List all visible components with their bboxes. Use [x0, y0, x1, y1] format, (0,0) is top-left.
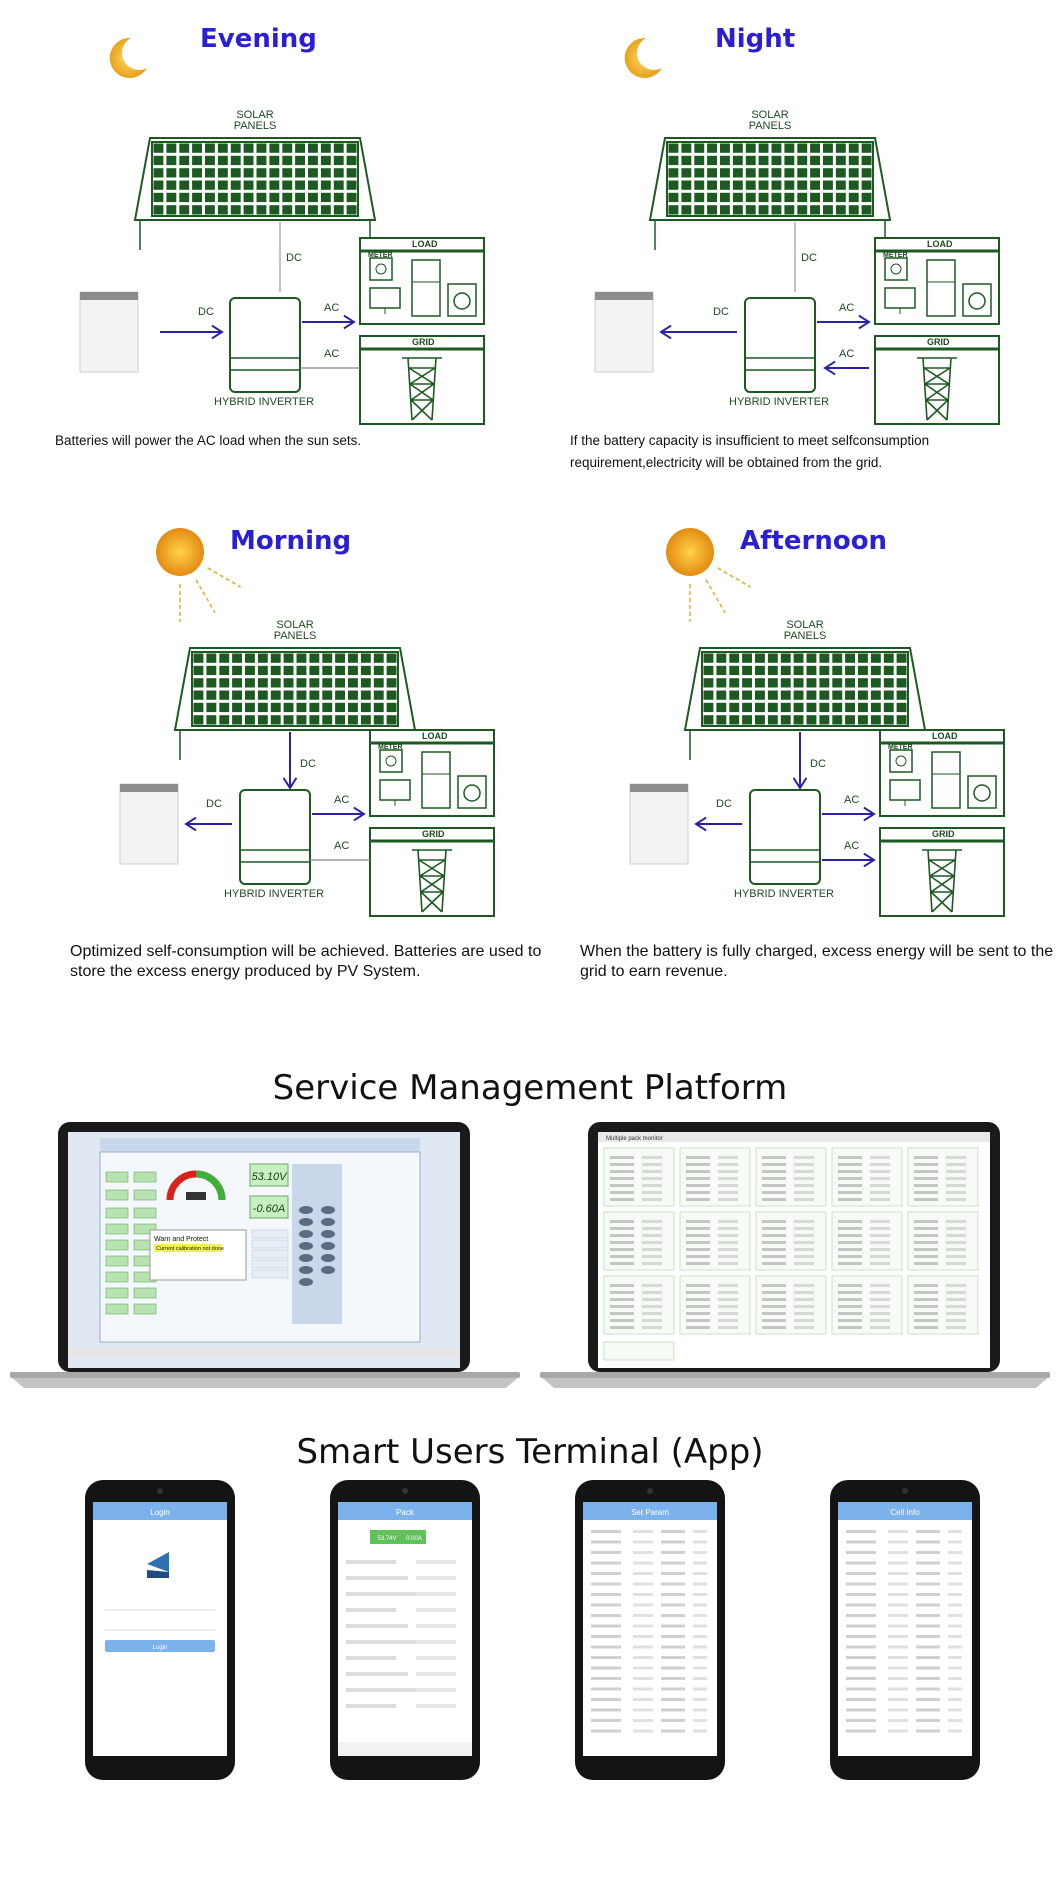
sun-icon: [156, 528, 242, 622]
laptop-warn-text: Current calibration not done: [156, 1246, 224, 1252]
grid-label: GRID: [927, 337, 950, 347]
ac-load-label: AC: [844, 794, 860, 806]
service-platform-title: Service Management Platform: [272, 1068, 788, 1108]
hybrid-inverter-label: HYBRID INVERTER: [224, 888, 325, 900]
solar-panels-label: SOLAR PANELS: [783, 619, 827, 642]
panel-title: Night: [715, 24, 796, 54]
pack-voltage: 53.74V: [377, 1536, 396, 1542]
grid-label: GRID: [422, 829, 445, 839]
laptop-voltage: 53.10V: [252, 1171, 289, 1183]
solar-panels-label: SOLAR PANELS: [233, 109, 277, 132]
panel-night: Night SOLAR PANELS DC DC AC AC HYBRID IN…: [545, 10, 1025, 490]
panel-morning: Morning SOLAR PANELS DC DC AC AC HYBRID …: [50, 500, 541, 980]
meter-label: METER: [883, 252, 908, 259]
phone-3: Set Param: [575, 1480, 725, 1780]
meter-label: METER: [368, 252, 393, 259]
meter-label: METER: [888, 744, 913, 751]
laptop-right: Multiple pack monitor: [540, 1122, 1050, 1388]
dc-top-label: DC: [810, 758, 826, 770]
laptop-left: 53.10V -0.60A Warn and Protect Current c…: [10, 1122, 520, 1388]
flow-diagram: [629, 647, 1005, 917]
flow-diagram: [594, 137, 1000, 425]
dc-top-label: DC: [300, 758, 316, 770]
ac-grid-label: AC: [324, 348, 340, 360]
solar-panels-label: SOLAR PANELS: [748, 109, 792, 132]
phone-header: Login: [150, 1508, 170, 1517]
hybrid-inverter-label: HYBRID INVERTER: [729, 396, 830, 408]
panel-caption: When the battery is fully charged, exces…: [580, 943, 1054, 980]
panel-title: Morning: [230, 526, 352, 556]
panel-caption: If the battery capacity is insufficient …: [570, 433, 930, 470]
meter-label: METER: [378, 744, 403, 751]
panel-caption: Batteries will power the AC load when th…: [55, 433, 362, 448]
phone-4: Cell Info: [830, 1480, 980, 1780]
login-button[interactable]: Login: [153, 1645, 168, 1651]
load-label: LOAD: [927, 239, 953, 249]
load-label: LOAD: [932, 731, 958, 741]
sun-icon: [666, 528, 752, 622]
multi-pack-window-title: Multiple pack monitor: [606, 1136, 663, 1142]
ac-grid-label: AC: [334, 840, 350, 852]
panel-title: Evening: [200, 24, 317, 54]
phone-2: Pack 53.74V 0.00A: [330, 1480, 480, 1780]
flow-diagram: [79, 137, 485, 425]
ac-load-label: AC: [334, 794, 350, 806]
phone-header: Set Param: [631, 1508, 669, 1517]
phone-header: Cell Info: [890, 1508, 920, 1517]
solar-panels-label: SOLAR PANELS: [273, 619, 317, 642]
dc-side-label: DC: [716, 798, 732, 810]
hybrid-inverter-label: HYBRID INVERTER: [734, 888, 835, 900]
app-section-title: Smart Users Terminal (App): [296, 1432, 764, 1472]
panel-caption: Optimized self-consumption will be achie…: [70, 943, 542, 980]
grid-label: GRID: [412, 337, 435, 347]
load-label: LOAD: [422, 731, 448, 741]
grid-label: GRID: [932, 829, 955, 839]
flow-diagram: [119, 647, 495, 917]
laptop-warn-title: Warn and Protect: [154, 1236, 208, 1243]
load-label: LOAD: [412, 239, 438, 249]
dc-side-label: DC: [713, 306, 729, 318]
dc-top-label: DC: [286, 252, 302, 264]
ac-grid-label: AC: [844, 840, 860, 852]
dc-side-label: DC: [198, 306, 214, 318]
ac-load-label: AC: [839, 302, 855, 314]
moon-icon: [109, 37, 147, 78]
laptop-current: -0.60A: [253, 1203, 285, 1215]
ac-grid-label: AC: [839, 348, 855, 360]
phone-header: Pack: [396, 1508, 415, 1517]
dc-top-label: DC: [801, 252, 817, 264]
hybrid-inverter-label: HYBRID INVERTER: [214, 396, 315, 408]
pack-current: 0.00A: [406, 1536, 422, 1542]
moon-icon: [624, 37, 662, 78]
panel-evening: Evening SOLAR PANELS DC DC AC AC HYBRID …: [30, 10, 510, 490]
panel-title: Afternoon: [740, 526, 888, 556]
panel-afternoon: Afternoon SOLAR PANELS DC DC AC AC HYBRI…: [560, 500, 1053, 980]
ac-load-label: AC: [324, 302, 340, 314]
dc-side-label: DC: [206, 798, 222, 810]
